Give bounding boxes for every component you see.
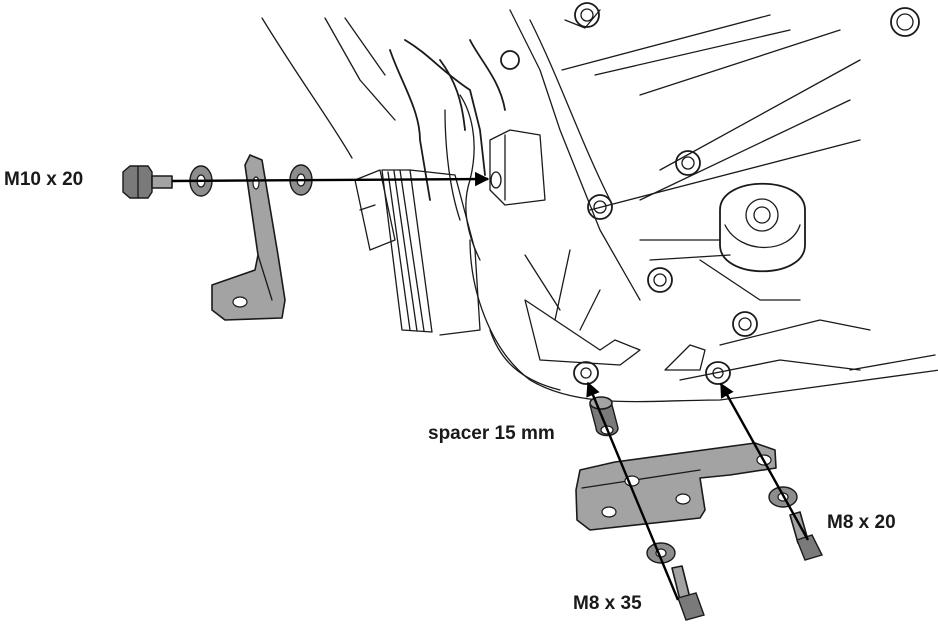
bolt-m8x35-assembly	[646, 542, 705, 621]
assembly-arrows	[171, 171, 810, 601]
engine-outline	[261, 9, 938, 403]
label-m10x20: M10 x 20	[4, 169, 84, 190]
label-spacer: spacer 15 mm	[428, 423, 555, 444]
label-m8x20: M8 x 20	[827, 512, 896, 533]
engine-bolt-heads	[500, 2, 920, 337]
spacer-15mm	[589, 396, 619, 437]
l-bracket	[211, 154, 286, 321]
lower-bracket	[575, 442, 777, 531]
label-m8x35: M8 x 35	[573, 593, 642, 614]
mount-holes	[490, 171, 731, 385]
engine-cap	[719, 183, 806, 272]
bolt-m8x20-assembly	[768, 486, 824, 561]
